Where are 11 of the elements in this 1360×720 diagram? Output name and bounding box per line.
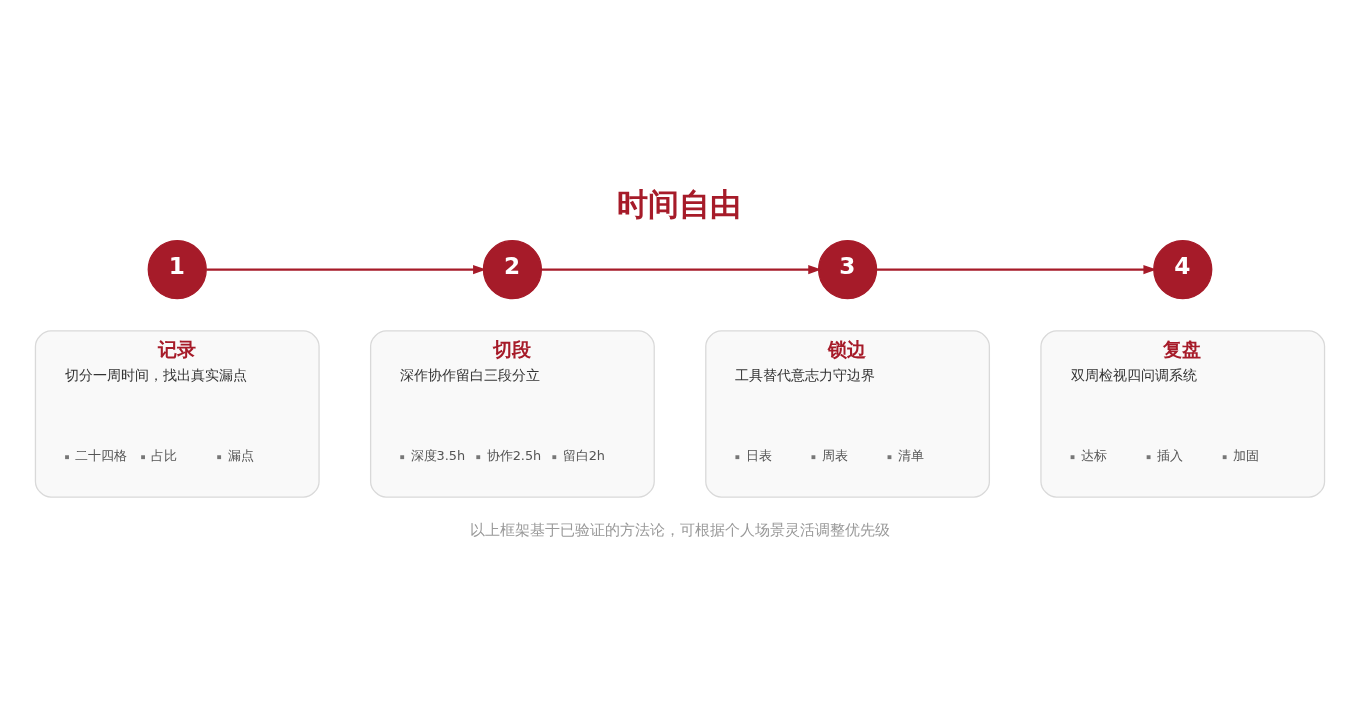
diagram-title: 时间自由: [617, 185, 742, 222]
node-box: 锁边 工具替代意志力守边界 日表 周表 清单: [705, 329, 991, 498]
node-box: 切段 深作协作留白三段分立 深度3.5h 协作2.5h 留白2h: [369, 329, 655, 498]
node-circle: 3: [817, 239, 878, 299]
node-circle: 2: [482, 239, 543, 299]
node-box: 复盘 双周检视四问调系统 达标 插入 加固: [1040, 329, 1326, 498]
node-circle: 1: [147, 239, 207, 299]
node-box: 记录 切分一周时间，找出真实漏点 二十四格 占比 漏点: [34, 329, 320, 498]
arrow: [876, 264, 1157, 274]
node-circle: 4: [1153, 239, 1213, 299]
caption: 以上框架基于已验证的方法论，可根据个人场景灵活调整优先级: [470, 520, 890, 539]
